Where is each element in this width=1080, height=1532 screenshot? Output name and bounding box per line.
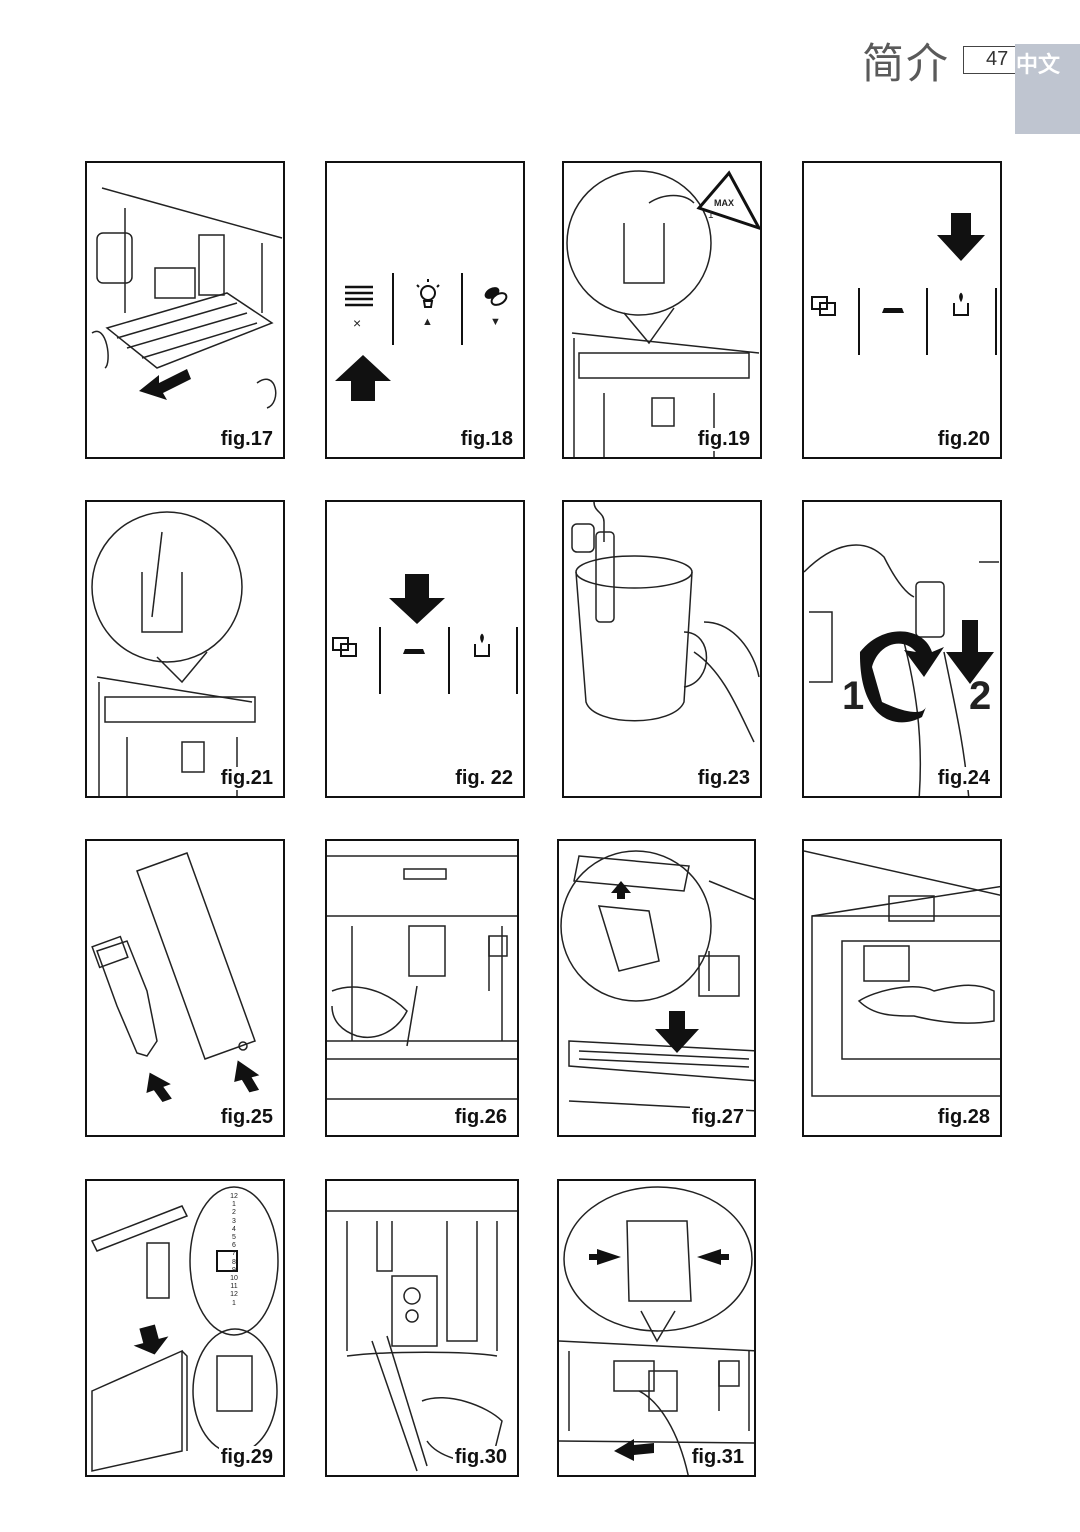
- figure-29: 12 1 2 3 4 5 6 7 8 9 10 11 12 1 fig.29: [85, 1179, 285, 1477]
- max-warning-number: 1: [708, 210, 714, 221]
- language-tab: [1015, 44, 1080, 134]
- coffee-beans-icon: [484, 287, 508, 306]
- scale-tick: 1: [232, 1299, 236, 1307]
- drip-tray-cleaning-illustration: [560, 850, 754, 1112]
- scale-tick: 2: [232, 1209, 236, 1217]
- symbol-up: ▲: [422, 316, 433, 328]
- arrow-icon: [139, 369, 191, 400]
- figure-21: fig.21: [85, 500, 285, 798]
- nozzle-removal-illustration: [804, 544, 999, 796]
- figure-label: fig.31: [689, 1446, 746, 1469]
- step-one-label: 1: [842, 674, 865, 718]
- scale-tick: 10: [230, 1275, 238, 1283]
- figure-label: fig.23: [695, 767, 752, 790]
- scale-tick: 12: [230, 1193, 238, 1200]
- max-warning-text: MAX: [714, 198, 734, 208]
- drip-tray-removal-illustration: [91, 187, 283, 409]
- scale-tick: 1: [232, 1201, 236, 1209]
- water-drop-cup-icon: [474, 633, 490, 657]
- cups-icon: [811, 296, 836, 316]
- arrow-icon: [335, 355, 391, 401]
- figure-27: fig.27: [557, 839, 756, 1137]
- arrow-icon: [234, 1060, 260, 1093]
- arrow-icon: [614, 1439, 654, 1461]
- scale-tick: 11: [230, 1283, 238, 1291]
- figure-label: fig.17: [218, 428, 275, 451]
- water-drop-cup-icon: [953, 292, 969, 316]
- figure-label: fig.29: [218, 1446, 275, 1469]
- scale-tick: 7: [232, 1250, 236, 1258]
- figure-26: fig.26: [325, 839, 519, 1137]
- figure-label: fig.26: [452, 1106, 509, 1129]
- coffee-powder-measure-illustration: [566, 170, 760, 457]
- figure-24: 1 2 fig.24: [802, 500, 1002, 798]
- figure-label: fig.18: [458, 428, 515, 451]
- scale-tick: 12: [230, 1291, 238, 1299]
- arrow-icon: [146, 1072, 172, 1103]
- arrow-icon: [655, 1011, 699, 1053]
- language-label: 中文: [1016, 53, 1061, 78]
- figure-20: fig.20: [802, 161, 1002, 459]
- machine-wiping-illustration: [804, 850, 1000, 1097]
- milk-jug-illustration: [571, 502, 760, 743]
- brew-unit-removal-illustration: [559, 1186, 754, 1475]
- steam-icon: [882, 295, 904, 313]
- bulb-icon: [416, 279, 440, 308]
- water-filter-setting-illustration: [90, 1186, 279, 1472]
- figure-31: fig.31: [557, 1179, 756, 1477]
- arrow-icon: [946, 620, 994, 684]
- scale-tick: 9: [232, 1266, 236, 1274]
- figure-25: fig.25: [85, 839, 285, 1137]
- figure-28: fig.28: [802, 839, 1002, 1137]
- figure-label: fig.21: [218, 767, 275, 790]
- menu-lines-icon: [345, 285, 373, 307]
- page-number: 47: [986, 48, 1009, 70]
- figure-label: fig.24: [935, 767, 992, 790]
- symbol-down: ▼: [490, 316, 501, 328]
- step-two-label: 2: [969, 674, 992, 718]
- arrow-icon: [611, 881, 631, 899]
- figure-label: fig.25: [218, 1106, 275, 1129]
- figure-label: fig.19: [695, 428, 752, 451]
- figure-30: fig.30: [325, 1179, 519, 1477]
- hardness-scale: 12 1 2 3 4 5 6 7 8 9 10 11 12 1: [227, 1193, 241, 1308]
- brew-unit-brush-illustration: [327, 1210, 517, 1472]
- scale-tick: 6: [232, 1242, 236, 1250]
- scale-tick: 8: [232, 1258, 236, 1266]
- figure-label: fig.30: [452, 1446, 509, 1469]
- control-panel-illustration: [332, 574, 518, 694]
- control-panel-illustration: [335, 273, 508, 401]
- arrow-icon: [589, 1249, 621, 1265]
- arrow-icon: [133, 1324, 169, 1355]
- scale-tick: 4: [232, 1225, 236, 1233]
- nozzle-cleaning-pin-illustration: [327, 855, 517, 1100]
- figure-label: fig.20: [935, 428, 992, 451]
- figure-label: fig.27: [689, 1106, 746, 1129]
- arrow-icon: [859, 631, 944, 723]
- cleaning-brush-illustration: [91, 511, 256, 796]
- figure-22: fig. 22: [325, 500, 525, 798]
- figure-17: fig.17: [85, 161, 285, 459]
- control-panel-illustration: [811, 213, 997, 355]
- steam-icon: [403, 636, 425, 654]
- arrow-icon: [937, 213, 985, 261]
- symbol-x: ×: [353, 315, 362, 331]
- arrow-icon: [389, 574, 445, 624]
- cups-icon: [332, 637, 357, 657]
- filter-insertion-illustration: [91, 852, 260, 1103]
- figure-19: MAX 1 fig.19: [562, 161, 762, 459]
- figure-23: fig.23: [562, 500, 762, 798]
- arrow-icon: [697, 1249, 729, 1265]
- scale-tick: 5: [232, 1234, 236, 1242]
- section-title: 简介: [862, 39, 951, 88]
- page-number-box: [963, 46, 1017, 74]
- figure-label: fig. 22: [453, 767, 515, 790]
- figure-18: × ▲ ▼ fig.18: [325, 161, 525, 459]
- figure-label: fig.28: [935, 1106, 992, 1129]
- scale-tick: 3: [232, 1217, 236, 1225]
